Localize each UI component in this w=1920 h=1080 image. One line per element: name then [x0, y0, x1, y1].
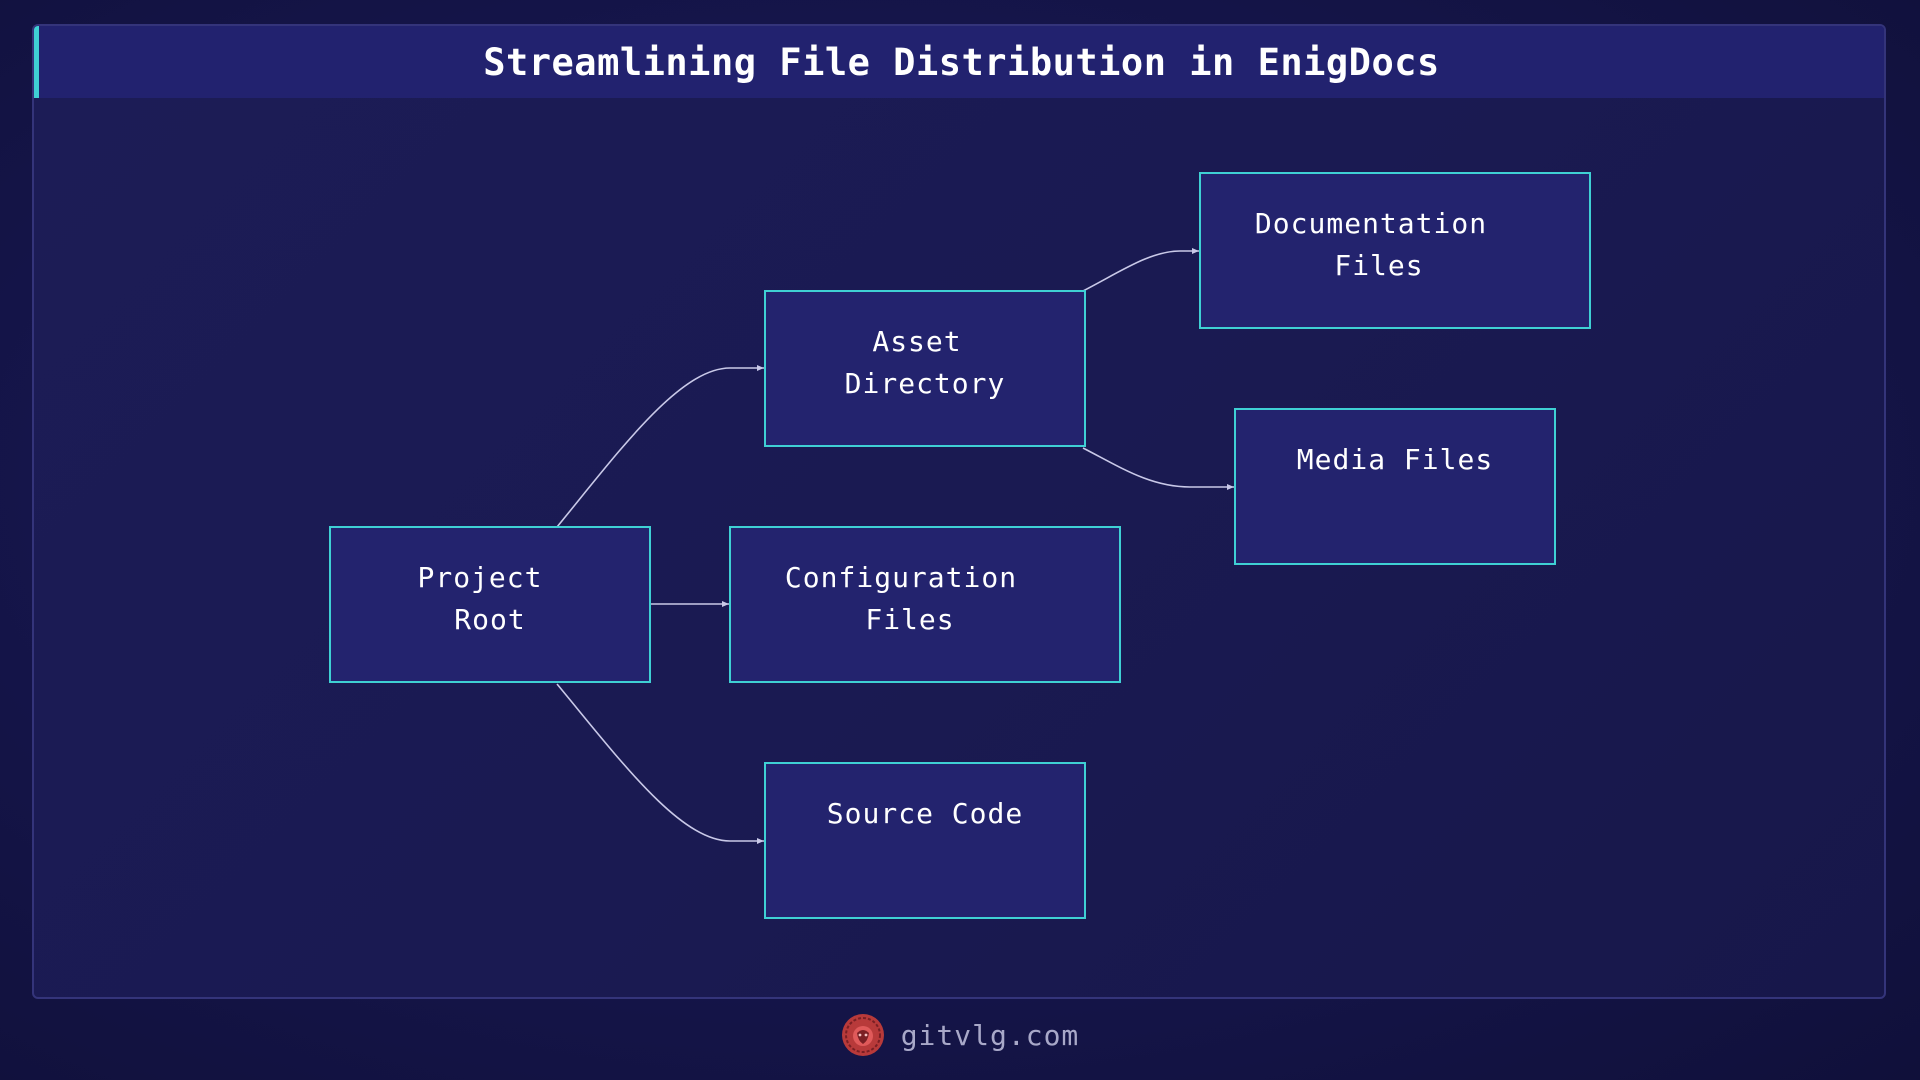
node-media-files: Media Files [1234, 408, 1556, 565]
node-configuration-files-line-2: Files [865, 603, 954, 636]
page-title: Streamlining File Distribution in EnigDo… [483, 40, 1440, 84]
edge-root-to-asset [556, 365, 764, 528]
title-bar: Streamlining File Distribution in EnigDo… [34, 26, 1884, 98]
lion-head-icon [841, 1014, 884, 1056]
node-asset-directory: Asset Directory [764, 290, 1086, 447]
node-source-code-line-1: Source Code [827, 797, 1023, 830]
footer: gitvlg.com [0, 1010, 1920, 1060]
node-media-files-line-1: Media Files [1297, 443, 1493, 476]
node-configuration-files: Configuration Files [729, 526, 1121, 683]
edge-root-to-source [556, 683, 764, 844]
node-documentation-files-line-2: Files [1334, 249, 1423, 282]
node-source-code: Source Code [764, 762, 1086, 919]
node-asset-directory-line-1: Asset [872, 325, 961, 358]
edge-asset-to-media [1082, 447, 1234, 490]
footer-site-link[interactable]: gitvlg.com [900, 1018, 1080, 1052]
node-configuration-files-line-1: Configuration [785, 561, 1017, 594]
edge-asset-to-documentation [1082, 248, 1199, 292]
node-project-root: Project Root [329, 526, 651, 683]
node-project-root-line-2: Root [454, 603, 525, 636]
node-project-root-line-1: Project [417, 561, 542, 594]
node-documentation-files: Documentation Files [1199, 172, 1591, 329]
node-asset-directory-line-2: Directory [845, 367, 1006, 400]
node-documentation-files-line-1: Documentation [1255, 207, 1487, 240]
